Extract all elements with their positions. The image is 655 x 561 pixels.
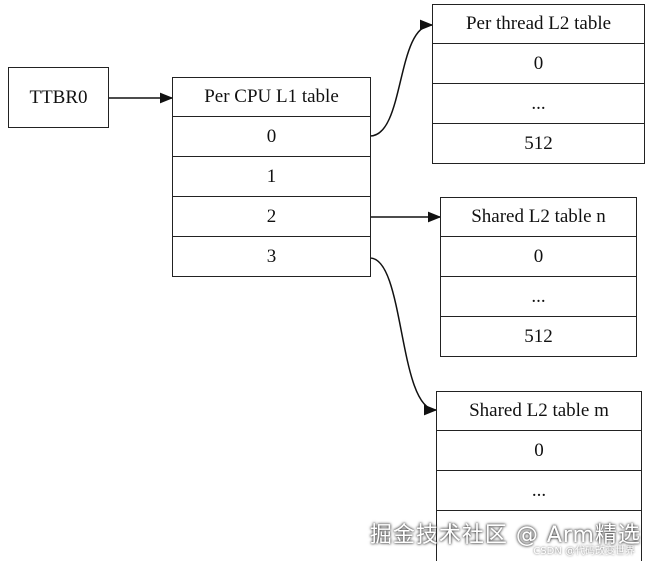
shared-l2-n-row: ... [441,276,636,316]
shared-l2-n-title: Shared L2 table n [471,206,606,227]
l1-table-row: 2 [173,196,370,236]
shared-l2-m-table-node: Shared L2 table m 0 ... [436,391,642,561]
edge-l1-row0-to-per-thread-l2 [369,19,434,137]
ttbr0-label: TTBR0 [29,86,88,108]
per-thread-l2-title: Per thread L2 table [465,13,612,34]
l1-table-row: 1 [173,156,370,196]
l1-table-title: Per CPU L1 table [204,86,339,107]
per-thread-l2-row: 0 [433,43,644,83]
per-thread-l2-row: 512 [433,123,644,163]
watermark-text: 掘金技术社区 @ Arm精选 [369,523,641,548]
shared-l2-n-table-node: Shared L2 table n 0 ... 512 [440,197,637,357]
l1-table-row: 0 [173,116,370,156]
l1-table-node: Per CPU L1 table 0 1 2 3 [172,77,371,277]
l1-table-row: 3 [173,236,370,276]
shared-l2-m-row: ... [437,470,641,510]
shared-l2-m-row-partial [437,510,641,550]
per-thread-l2-table-node: Per thread L2 table 0 ... 512 [432,4,645,164]
edge-l1-row3-to-shared-l2-m [369,257,438,416]
watermark-subtext: CSDN @代码改变世界 [533,546,635,557]
ttbr0-node: TTBR0 [8,67,109,128]
shared-l2-m-row: 0 [437,430,641,470]
per-thread-l2-row: ... [433,83,644,123]
shared-l2-n-row: 0 [441,236,636,276]
shared-l2-m-title: Shared L2 table m [469,400,609,421]
shared-l2-n-row: 512 [441,316,636,356]
